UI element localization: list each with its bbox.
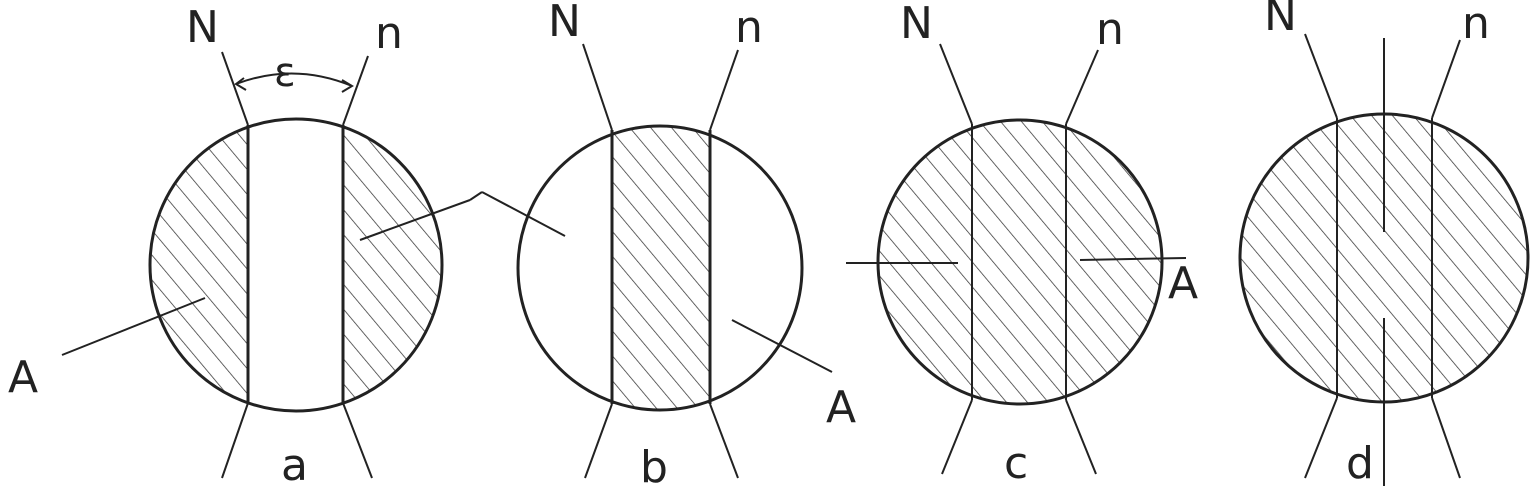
panel-b-N-axis-bottom [584, 403, 613, 479]
panel-a-callout-line [61, 297, 206, 356]
panel-a-arrow-right [341, 79, 354, 93]
panel-c-hatched-region [878, 120, 1162, 404]
panel-a-circle [148, 117, 444, 413]
panel-a-arrow-left [234, 77, 247, 91]
panel-d-N-axis-bottom [1304, 397, 1338, 479]
panel-b-N-axis-top [582, 43, 613, 131]
panel-b-bridge-line [481, 191, 566, 237]
panel-b-label-n: n [735, 2, 763, 53]
panel-b-n-axis-top [709, 49, 739, 131]
panel-c-right-ray [1079, 257, 1187, 261]
panel-a-bridge-line [359, 199, 471, 241]
panel-c-n-axis-bottom [1065, 399, 1097, 475]
panel-d-n-axis-top [1431, 39, 1461, 119]
panel-a-N-axis-top [221, 51, 249, 126]
panel-b-label-N: N [548, 0, 581, 47]
panel-d-label-n: n [1462, 0, 1490, 49]
panel-c-N-axis-bottom [941, 399, 973, 475]
panel-b-caption: b [640, 442, 668, 489]
panel-c-n-axis-top [1065, 49, 1099, 125]
panel-b-callout-line [731, 319, 833, 373]
panel-c: N n A c [846, 0, 1198, 489]
panel-b-bridge-hook [469, 191, 483, 201]
panel-b: N n A b [469, 0, 856, 489]
panel-c-label-N: N [900, 0, 933, 49]
panel-d: N n d [1238, 0, 1530, 489]
panel-d-n-axis-bottom [1431, 397, 1461, 479]
panel-b-label-A: A [826, 382, 856, 433]
panel-b-n-axis-bottom [709, 403, 739, 479]
panel-d-label-N: N [1264, 0, 1297, 41]
panel-a-n-axis-bottom [342, 402, 373, 479]
panel-a-label-n: n [375, 8, 403, 59]
panel-a-caption: a [281, 440, 308, 489]
panel-a: N n ε A a [8, 2, 471, 489]
panel-a-angle-arc [235, 72, 353, 87]
panel-c-label-A: A [1168, 258, 1198, 309]
panel-c-label-n: n [1096, 4, 1124, 55]
panel-a-hatched-regions [150, 119, 442, 411]
panel-d-N-axis-top [1304, 33, 1338, 119]
panel-c-caption: c [1004, 438, 1028, 489]
panel-c-N-axis-top [939, 43, 973, 125]
panel-a-N-axis-bottom [221, 402, 249, 479]
panel-b-hatched-region [612, 126, 710, 410]
panel-b-circle [516, 124, 804, 412]
panel-a-epsilon: ε [274, 50, 296, 96]
panel-a-label-A: A [8, 352, 38, 403]
panel-a-n-axis-top [342, 55, 369, 126]
panel-a-label-N: N [186, 2, 219, 53]
panel-d-caption: d [1346, 438, 1374, 489]
